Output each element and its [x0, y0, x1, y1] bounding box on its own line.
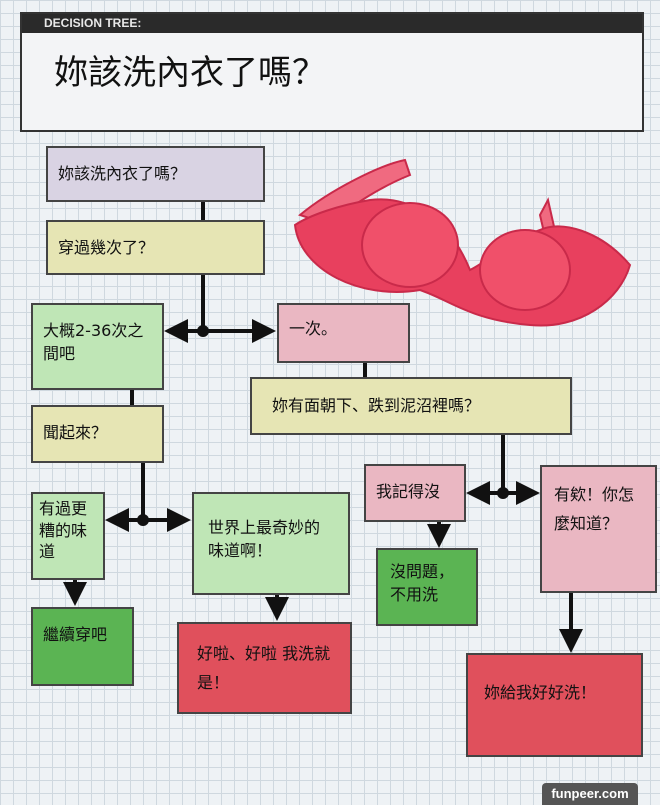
node-best-smell: 世界上最奇妙的味道啊！	[192, 492, 350, 595]
node-times-worn: 穿過幾次了？	[46, 220, 265, 275]
watermark: funpeer.com	[542, 783, 638, 805]
page-title: 妳該洗內衣了嗎？	[54, 53, 326, 93]
header-label: DECISION TREE:	[22, 14, 642, 33]
header-panel: DECISION TREE: 妳該洗內衣了嗎？	[20, 12, 644, 132]
node-smell: 聞起來？	[31, 405, 164, 463]
result-keep-wearing: 繼續穿吧	[31, 607, 134, 686]
node-yes-how-know: 有欸！你怎麼知道？	[540, 465, 657, 593]
node-once: 一次。	[277, 303, 410, 363]
result-ok-wash: 好啦、好啦 我洗就是！	[177, 622, 352, 714]
node-fell-in-mud: 妳有面朝下、跌到泥沼裡嗎？	[250, 377, 572, 435]
node-should-wash: 妳該洗內衣了嗎？	[46, 146, 265, 202]
result-no-wash: 沒問題，不用洗	[376, 548, 478, 626]
node-dont-remember: 我記得沒	[364, 464, 466, 522]
node-smelled-worse: 有過更糟的味道	[31, 492, 105, 580]
result-must-wash: 妳給我好好洗！	[466, 653, 643, 757]
node-2-36-times: 大概2-36次之間吧	[31, 303, 164, 390]
bra-illustration	[293, 158, 632, 327]
